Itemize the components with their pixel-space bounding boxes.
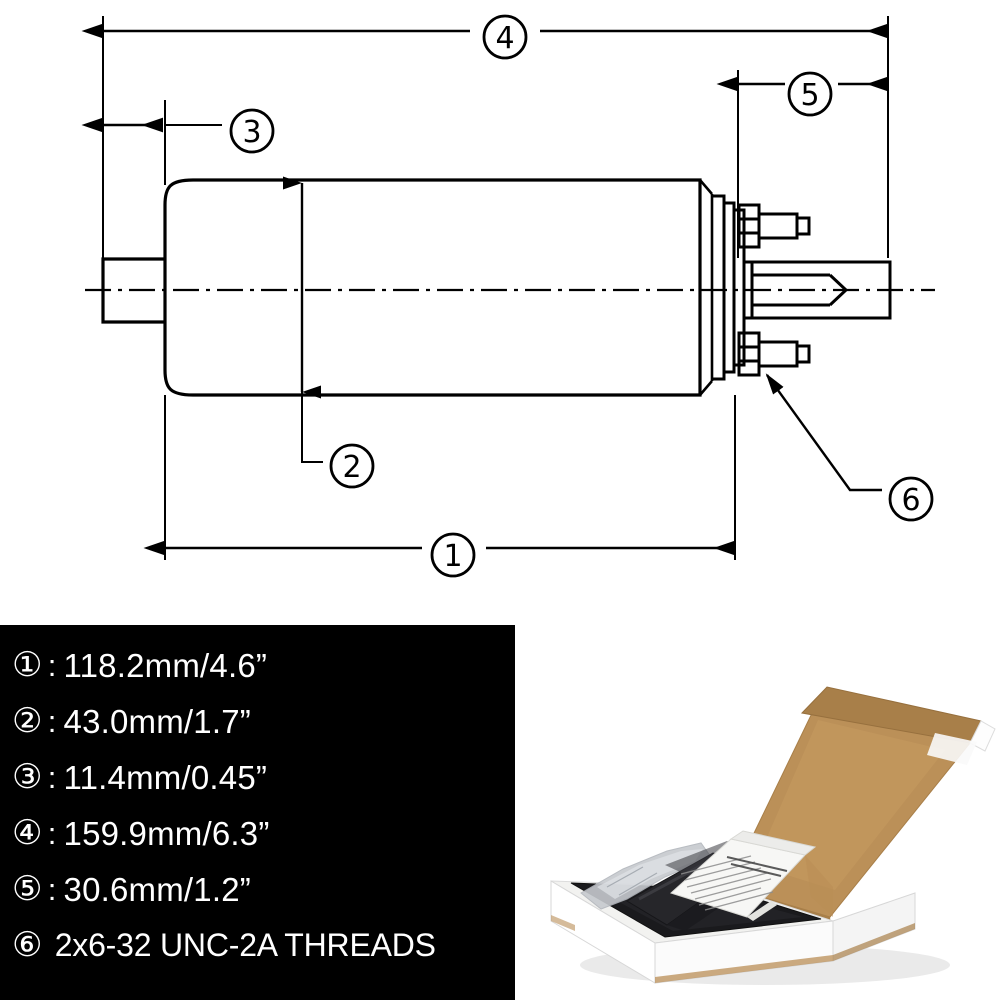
extension-lines	[102, 16, 889, 560]
legend-row-5: ⑤ : 30.6mm/1.2”	[0, 861, 515, 917]
legend-value-6: 2x6-32 UNC-2A THREADS	[54, 927, 436, 963]
callout-label-2: 2	[342, 450, 361, 485]
legend-separator-1: :	[47, 647, 57, 683]
legend-value-5: 30.6mm/1.2”	[63, 870, 251, 908]
legend-separator-2: :	[47, 703, 57, 739]
legend-separator-5: :	[47, 871, 57, 907]
fuel-pump-dimension-drawing: 4 5 3 2	[81, 14, 935, 578]
pump-body-outline	[163, 178, 702, 397]
dimension-5-outlet-length: 5	[716, 71, 888, 117]
product-packaging-photo	[515, 625, 1000, 1000]
legend-value-1: 118.2mm/4.6”	[63, 646, 268, 684]
dimension-legend-panel: ① : 118.2mm/4.6” ② : 43.0mm/1.7” ③ : 11.…	[0, 625, 515, 1000]
upper-terminal-stud	[737, 203, 811, 249]
dimension-3-inlet-offset: 3	[81, 108, 275, 154]
legend-value-4: 159.9mm/6.3”	[63, 814, 270, 852]
open-box-photo-illustration	[515, 625, 1000, 1000]
legend-row-1: ① : 118.2mm/4.6”	[0, 637, 515, 693]
legend-row-2: ② : 43.0mm/1.7”	[0, 693, 515, 749]
dimension-2-body-diameter: 2	[282, 176, 375, 489]
instruction-sheet	[670, 830, 817, 921]
callout-6-thread-leader: 6	[765, 373, 934, 522]
dimension-1-body-length: 1	[143, 532, 735, 578]
legend-separator-4: :	[47, 815, 57, 851]
legend-value-3: 11.4mm/0.45”	[63, 758, 268, 796]
legend-value-2: 43.0mm/1.7”	[63, 702, 251, 740]
legend-row-4: ④ : 159.9mm/6.3”	[0, 805, 515, 861]
legend-marker-1: ①	[12, 645, 43, 685]
callout-label-5: 5	[800, 78, 819, 113]
callout-label-3: 3	[242, 115, 261, 150]
legend-row-3: ③ : 11.4mm/0.45”	[0, 749, 515, 805]
legend-separator-3: :	[47, 759, 57, 795]
technical-drawing-panel: 4 5 3 2	[81, 14, 935, 578]
dimension-4-total-length: 4	[81, 14, 888, 60]
legend-marker-4: ④	[12, 813, 43, 853]
callout-label-1: 1	[443, 539, 462, 574]
legend-marker-2: ②	[12, 701, 43, 741]
callout-label-6: 6	[901, 483, 920, 518]
legend-marker-5: ⑤	[12, 869, 43, 909]
callout-label-4: 4	[495, 21, 514, 56]
box-inner-rim	[805, 855, 833, 917]
legend-marker-6: ⑥	[12, 925, 43, 965]
legend-marker-3: ③	[12, 757, 43, 797]
legend-row-6: ⑥ 2x6-32 UNC-2A THREADS	[0, 917, 515, 973]
lower-terminal-stud	[737, 331, 811, 377]
body-taper-lines	[699, 179, 714, 396]
